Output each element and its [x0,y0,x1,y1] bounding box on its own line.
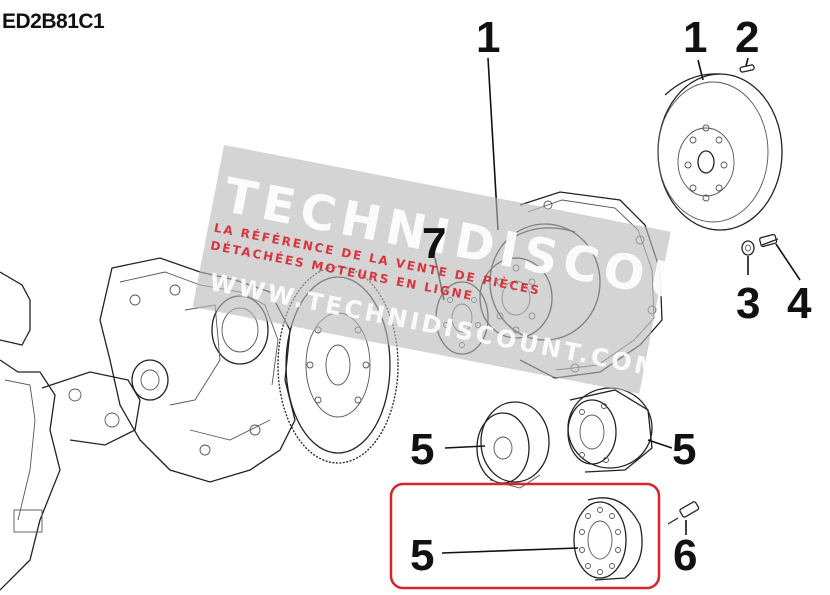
part-6-bolt [667,501,700,525]
part-5-adapter-disc [476,401,550,489]
callout-9: 5 [410,531,434,580]
highlight-box [389,482,661,590]
callout-1: 1 [476,13,500,62]
callout-labels: 1 1 2 7 3 4 5 5 5 6 [410,13,812,580]
callout-10: 6 [673,531,697,580]
leader-lines [434,57,801,554]
callout-5: 3 [736,279,760,328]
watermark: TECHNIDISCOUNT LA RÉFÉRENCE DE LA VENTE … [192,144,783,394]
callout-8: 5 [672,425,696,474]
part-5-spacer-housing [567,387,653,473]
watermark-band [192,144,671,394]
callout-7: 5 [410,425,434,474]
part-3-washer [741,240,755,256]
part-5-highlighted-adapter [573,497,643,581]
part-4-bolt [759,233,779,248]
part-2-dowel-pin [739,64,755,73]
part-1-flexplate [657,73,783,231]
document-code: ED2B81C1 [2,10,105,33]
callout-3: 2 [735,13,759,62]
callout-4: 7 [422,219,446,268]
callout-2: 1 [683,13,707,62]
callout-6: 4 [787,279,812,328]
